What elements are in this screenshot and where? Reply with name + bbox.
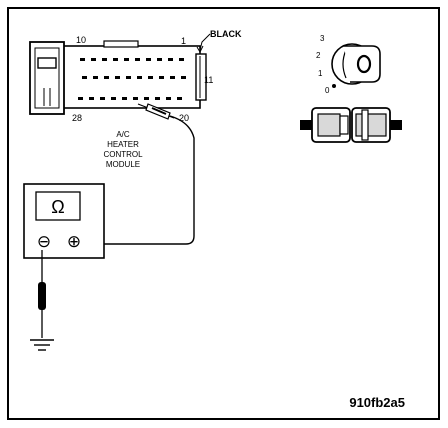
module-connector xyxy=(29,40,207,115)
pin-cavity xyxy=(146,58,151,61)
module-label-line: A/C xyxy=(116,130,130,139)
ignition-position: 0 xyxy=(325,86,330,95)
ohmmeter: Ω ⊖ ⊕ xyxy=(23,183,105,259)
ignition-position: 3 xyxy=(320,34,325,43)
positive-test-lead xyxy=(84,103,195,245)
pin-cavity xyxy=(157,58,162,61)
wire-label-arrow xyxy=(196,45,204,54)
connector-half-right-face xyxy=(355,113,387,137)
pin-cavity xyxy=(144,97,149,100)
ignition-position: 1 xyxy=(318,69,323,78)
pin-label-28: 28 xyxy=(72,113,82,123)
pin-cavity xyxy=(170,76,175,79)
pin-cavity xyxy=(159,76,164,79)
pin-cavity xyxy=(115,76,120,79)
pin-cavity xyxy=(113,58,118,61)
positive-terminal: ⊕ xyxy=(67,232,81,251)
module-label: A/C HEATER CONTROL MODULE xyxy=(103,130,143,169)
ignition-key-icon: 3 2 1 0 xyxy=(316,34,381,95)
connector-pin-rows xyxy=(78,58,186,100)
pin-cavity xyxy=(124,58,129,61)
pin-label-1: 1 xyxy=(181,36,186,46)
pin-cavity xyxy=(137,76,142,79)
disconnected-connector-icon xyxy=(300,107,402,143)
pin-cavity xyxy=(111,97,116,100)
pin-cavity xyxy=(100,97,105,100)
pin-cavity xyxy=(89,97,94,100)
module-label-line: CONTROL xyxy=(103,150,143,159)
pin-cavity xyxy=(78,97,83,100)
ignition-position: 2 xyxy=(316,51,321,60)
ground-symbol xyxy=(30,339,54,351)
pin-cavity xyxy=(148,76,153,79)
pin-label-20: 20 xyxy=(179,113,189,123)
pin-cavity xyxy=(135,58,140,61)
module-label-line: HEATER xyxy=(107,140,139,149)
pin-cavity xyxy=(179,58,184,61)
connector-top-tab xyxy=(103,40,139,48)
pin-cavity xyxy=(126,76,131,79)
neg-probe-handle xyxy=(38,282,46,310)
key-hole xyxy=(356,54,372,74)
outer-frame xyxy=(7,7,440,420)
connector-half-right-band xyxy=(361,109,369,141)
figure-id: 910fb2a5 xyxy=(349,395,405,410)
pin-cavity xyxy=(102,58,107,61)
pin-cavity xyxy=(82,76,87,79)
module-label-line: MODULE xyxy=(106,160,140,169)
position-dot xyxy=(332,84,336,88)
connector-half-left-nose xyxy=(339,115,349,135)
probe-band xyxy=(151,107,167,115)
connector-pin-left xyxy=(300,120,312,130)
lead-wire xyxy=(84,115,195,245)
pin-cavity xyxy=(80,58,85,61)
pin-label-10: 10 xyxy=(76,35,86,45)
pin-cavity xyxy=(104,76,109,79)
meter-display xyxy=(35,191,81,221)
negative-terminal: ⊖ xyxy=(37,232,51,251)
pin-cavity xyxy=(181,76,186,79)
ohm-symbol: Ω xyxy=(51,197,64,217)
pin-cavity xyxy=(133,97,138,100)
pin-label-11: 11 xyxy=(204,75,213,85)
pin-cavity xyxy=(166,97,171,100)
negative-test-lead xyxy=(38,250,46,338)
latch-window xyxy=(37,57,57,69)
wire-color-label: BLACK xyxy=(210,29,242,39)
connector-latch xyxy=(29,41,65,115)
connector-pin-right xyxy=(390,120,402,130)
connector-half-left-face xyxy=(317,113,341,137)
pin-cavity xyxy=(177,97,182,100)
pin-cavity xyxy=(91,58,96,61)
pin-cavity xyxy=(93,76,98,79)
connector-latch-inner xyxy=(34,47,60,109)
pin-cavity xyxy=(168,58,173,61)
pin-cavity xyxy=(155,97,160,100)
connector-end-cap xyxy=(195,53,207,101)
pin-cavity xyxy=(122,97,127,100)
wire-label-leader xyxy=(199,33,211,51)
